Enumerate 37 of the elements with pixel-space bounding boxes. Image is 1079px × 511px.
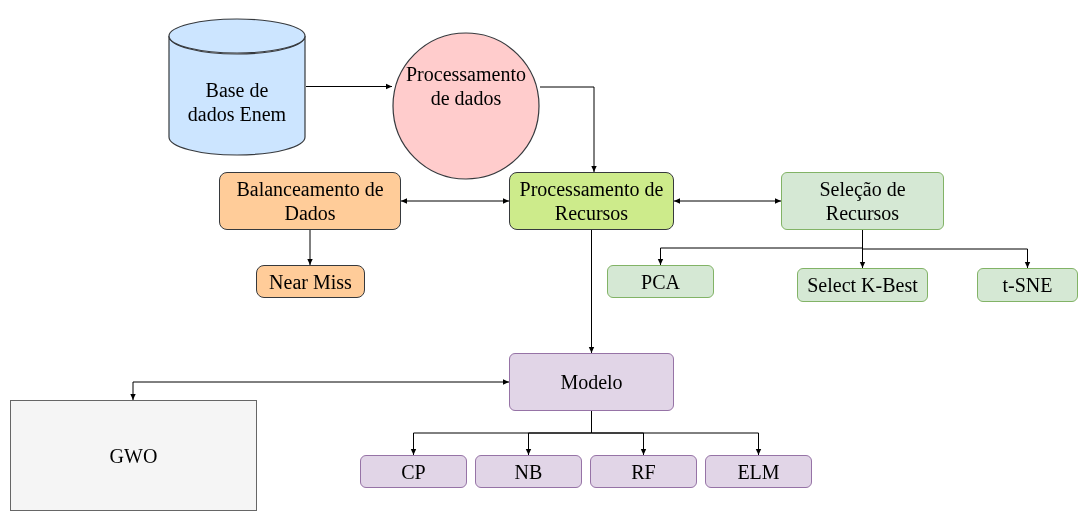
node-label: CP xyxy=(401,459,426,484)
process-box xyxy=(256,265,365,298)
process-box xyxy=(509,353,674,411)
process-box xyxy=(781,172,944,230)
node-label: PCA xyxy=(641,269,680,294)
node-label: Processamento de dados xyxy=(405,62,527,110)
process-box xyxy=(360,455,467,488)
process-box xyxy=(509,172,674,230)
node-label: Select K-Best xyxy=(807,273,918,297)
process-box xyxy=(977,268,1078,302)
node-label: Balanceamento de Dados xyxy=(235,177,385,225)
arrow xyxy=(588,229,595,354)
arrow xyxy=(307,229,313,266)
node-label: Near Miss xyxy=(269,269,352,294)
node-label: GWO xyxy=(109,443,158,468)
node-label: Seleção de Recursos xyxy=(818,177,907,225)
node-label: t-SNE xyxy=(1002,273,1053,297)
process-box xyxy=(797,268,928,302)
panel-box xyxy=(10,400,257,511)
process-circle xyxy=(392,32,540,180)
database-cylinder xyxy=(168,18,306,155)
process-box xyxy=(475,455,582,488)
process-box xyxy=(705,455,812,488)
node-label: RF xyxy=(631,459,656,484)
arrow xyxy=(673,198,782,204)
node-label: ELM xyxy=(737,459,780,484)
node-label: Modelo xyxy=(560,370,623,394)
node-label: NB xyxy=(514,459,543,484)
arrow xyxy=(130,379,510,401)
node-label: Processamento de Recursos xyxy=(518,177,665,225)
process-box xyxy=(590,455,697,488)
process-box xyxy=(607,265,714,298)
arrow xyxy=(400,198,510,204)
process-box xyxy=(219,172,401,230)
arrow xyxy=(305,83,393,90)
node-label: Base de dados Enem xyxy=(186,77,288,126)
arrow xyxy=(539,86,597,173)
